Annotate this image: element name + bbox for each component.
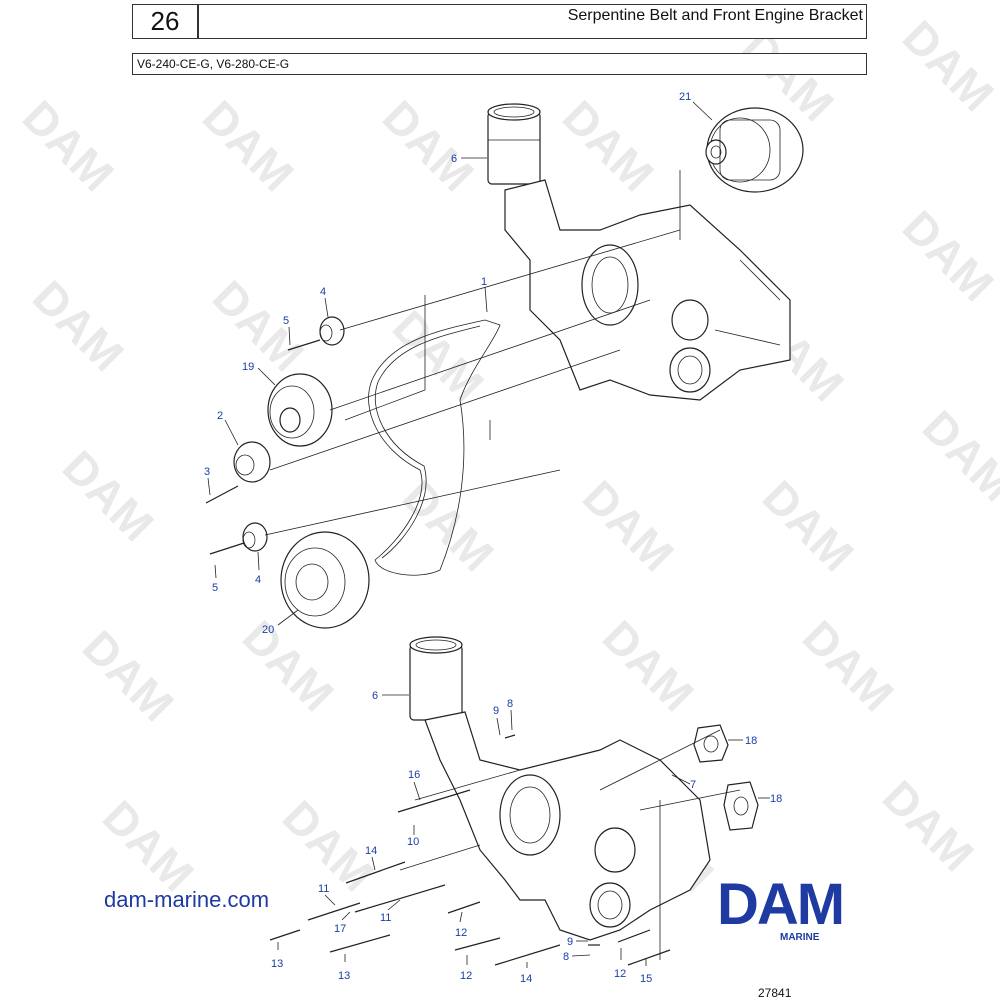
callout-21: 21 — [679, 91, 691, 103]
page-number-box: 26 — [132, 4, 198, 39]
callout-4: 4 — [320, 286, 326, 298]
callout-8: 8 — [507, 698, 513, 710]
oil-filter-lower — [409, 636, 463, 721]
callout-10: 10 — [407, 836, 419, 848]
callout-11: 11 — [380, 912, 391, 924]
serpentine-belt — [368, 319, 501, 576]
callout-6: 6 — [451, 153, 457, 165]
callout-20: 20 — [262, 624, 274, 636]
tensioner — [233, 441, 271, 483]
callout-5: 5 — [283, 315, 289, 327]
callout-13: 13 — [271, 958, 283, 970]
callout-12: 12 — [455, 927, 467, 939]
callout-18: 18 — [745, 735, 757, 747]
front-bracket-lower — [424, 711, 711, 941]
figure-number: 27841 — [758, 986, 792, 1000]
callout-6: 6 — [372, 690, 378, 702]
callout-4: 4 — [255, 574, 261, 586]
alternator — [705, 107, 804, 193]
callout-18: 18 — [770, 793, 782, 805]
callout-16: 16 — [408, 769, 420, 781]
callout-17: 17 — [334, 923, 346, 935]
callout-2: 2 — [217, 410, 223, 422]
callout-15: 15 — [640, 973, 652, 985]
callout-14: 14 — [365, 845, 377, 857]
callout-1: 1 — [481, 276, 487, 288]
model-list: V6-240-CE-G, V6-280-CE-G — [137, 57, 290, 71]
callout-14: 14 — [520, 973, 532, 985]
front-bracket-upper — [504, 179, 791, 401]
gasket-18b — [723, 781, 759, 831]
callout-13: 13 — [338, 970, 350, 982]
upper-assembly — [205, 103, 804, 629]
logo-text: DAM — [717, 876, 843, 937]
bolt-3 — [205, 485, 239, 504]
crank-pulley — [280, 531, 370, 629]
callout-3: 3 — [204, 466, 210, 478]
dam-marine-logo: DAM — [717, 876, 845, 937]
callout-11: 11 — [318, 883, 329, 895]
bolt-upper — [287, 339, 321, 351]
page-number: 26 — [150, 6, 180, 36]
model-box: V6-240-CE-G, V6-280-CE-G — [132, 53, 867, 75]
bolt-lower — [209, 542, 245, 555]
lower-assembly — [269, 636, 759, 966]
callout-19: 19 — [242, 361, 254, 373]
idler-pulley-lower — [242, 522, 268, 552]
pulley-19 — [267, 373, 333, 447]
website-link[interactable]: dam-marine.com — [104, 887, 270, 912]
callout-12: 12 — [614, 968, 626, 980]
axis-lines-lower — [399, 729, 741, 960]
gasket-18a — [693, 724, 729, 763]
callout-9: 9 — [567, 936, 573, 948]
axis-lines-upper — [264, 170, 681, 536]
callouts: 21 6 1 4 5 19 2 3 5 4 20 6 9 8 18 16 7 — [204, 91, 782, 985]
idler-pulley-upper — [319, 316, 345, 346]
callout-5: 5 — [212, 582, 218, 594]
callout-7: 7 — [690, 779, 696, 791]
title-box: Serpentine Belt and Front Engine Bracket — [198, 4, 867, 39]
bolts-lower — [269, 734, 671, 966]
oil-filter-upper — [487, 103, 541, 185]
logo-subtext: MARINE — [780, 932, 820, 943]
callout-8: 8 — [563, 951, 569, 963]
callout-9: 9 — [493, 705, 499, 717]
callout-12: 12 — [460, 970, 472, 982]
page-title: Serpentine Belt and Front Engine Bracket — [567, 7, 863, 24]
